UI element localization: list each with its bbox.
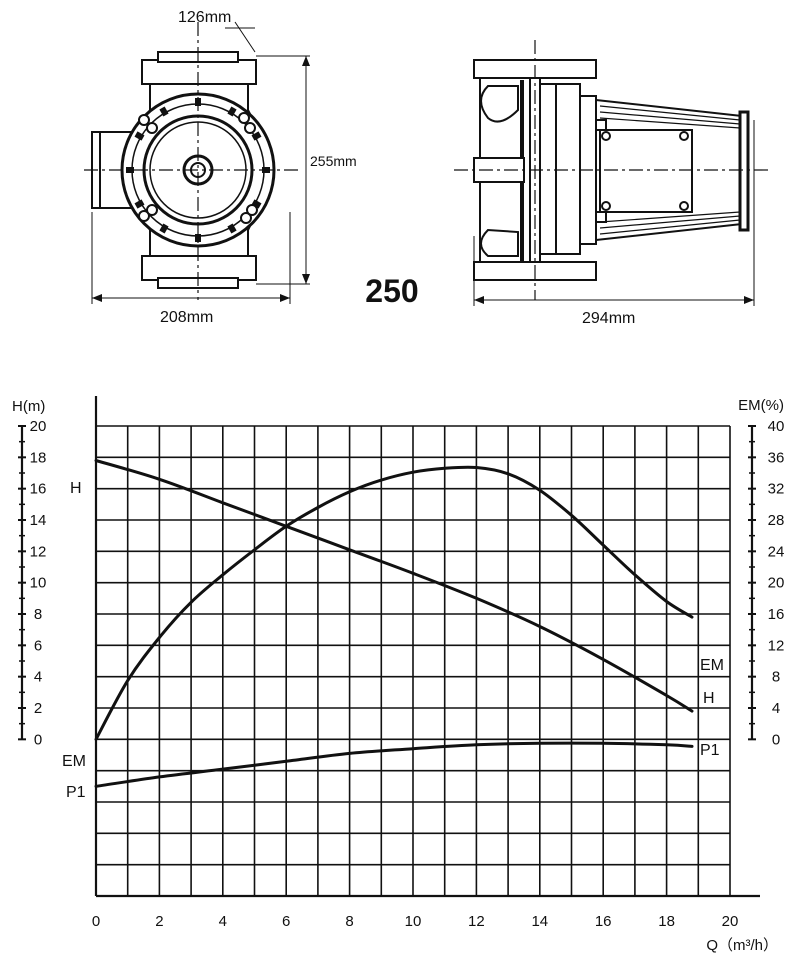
x-tick-label: 10: [405, 913, 422, 930]
right-tick-label: 20: [768, 575, 785, 592]
x-tick-label: 18: [658, 913, 675, 930]
label-h-left: H: [70, 480, 82, 497]
x-tick-label: 2: [155, 913, 163, 930]
label-em-right: EM: [700, 657, 724, 674]
left-tick-label: 0: [34, 731, 42, 748]
right-tick-label: 4: [772, 700, 780, 717]
right-tick-label: 0: [772, 731, 780, 748]
label-p1-left: P1: [66, 784, 86, 801]
left-tick-label: 2: [34, 700, 42, 717]
left-tick-label: 14: [30, 512, 47, 529]
left-tick-label: 16: [30, 481, 47, 498]
curve-em: [94, 465, 694, 741]
chart-grid: [94, 396, 760, 898]
x-axis-label: Q（m³/h）: [706, 937, 778, 954]
curve-h: [94, 459, 694, 713]
dim-front-width-label: 208mm: [160, 309, 213, 326]
right-tick-label: 36: [768, 449, 785, 466]
pump-side-view-drawing: [454, 40, 770, 306]
left-tick-label: 12: [30, 543, 47, 560]
right-tick-label: 12: [768, 637, 785, 654]
x-tick-label: 6: [282, 913, 290, 930]
left-tick-label: 10: [30, 575, 47, 592]
model-number: 250: [365, 273, 418, 309]
dim-height-label: 255mm: [310, 153, 357, 169]
left-tick-label: 4: [34, 669, 42, 686]
left-tick-label: 8: [34, 606, 42, 623]
right-tick-label: 24: [768, 543, 785, 560]
right-tick-label: 16: [768, 606, 785, 623]
dim-top-width-label: 126mm: [178, 9, 231, 26]
pump-front-view-drawing: [84, 21, 310, 304]
x-tick-label: 14: [531, 913, 548, 930]
x-tick-label: 20: [722, 913, 739, 930]
curve-p1: [94, 741, 694, 788]
x-axis-ticks: 0 2 4 6 8 10 12 14 16 18 20: [92, 913, 739, 930]
left-axis-label: H(m): [12, 398, 45, 415]
right-tick-label: 28: [768, 512, 785, 529]
left-tick-label: 6: [34, 637, 42, 654]
x-tick-label: 0: [92, 913, 100, 930]
right-tick-label: 8: [772, 669, 780, 686]
x-tick-label: 8: [345, 913, 353, 930]
right-tick-label: 40: [768, 418, 785, 435]
label-em-left: EM: [62, 753, 86, 770]
left-tick-label: 20: [30, 418, 47, 435]
right-tick-label: 32: [768, 481, 785, 498]
dim-side-length-label: 294mm: [582, 310, 635, 327]
x-tick-label: 16: [595, 913, 612, 930]
label-p1-right: P1: [700, 742, 720, 759]
x-tick-label: 12: [468, 913, 485, 930]
performance-curves: [94, 459, 694, 788]
left-tick-label: 18: [30, 449, 47, 466]
right-axis-label: EM(%): [738, 397, 784, 414]
label-h-right: H: [703, 690, 715, 707]
x-tick-label: 4: [219, 913, 227, 930]
